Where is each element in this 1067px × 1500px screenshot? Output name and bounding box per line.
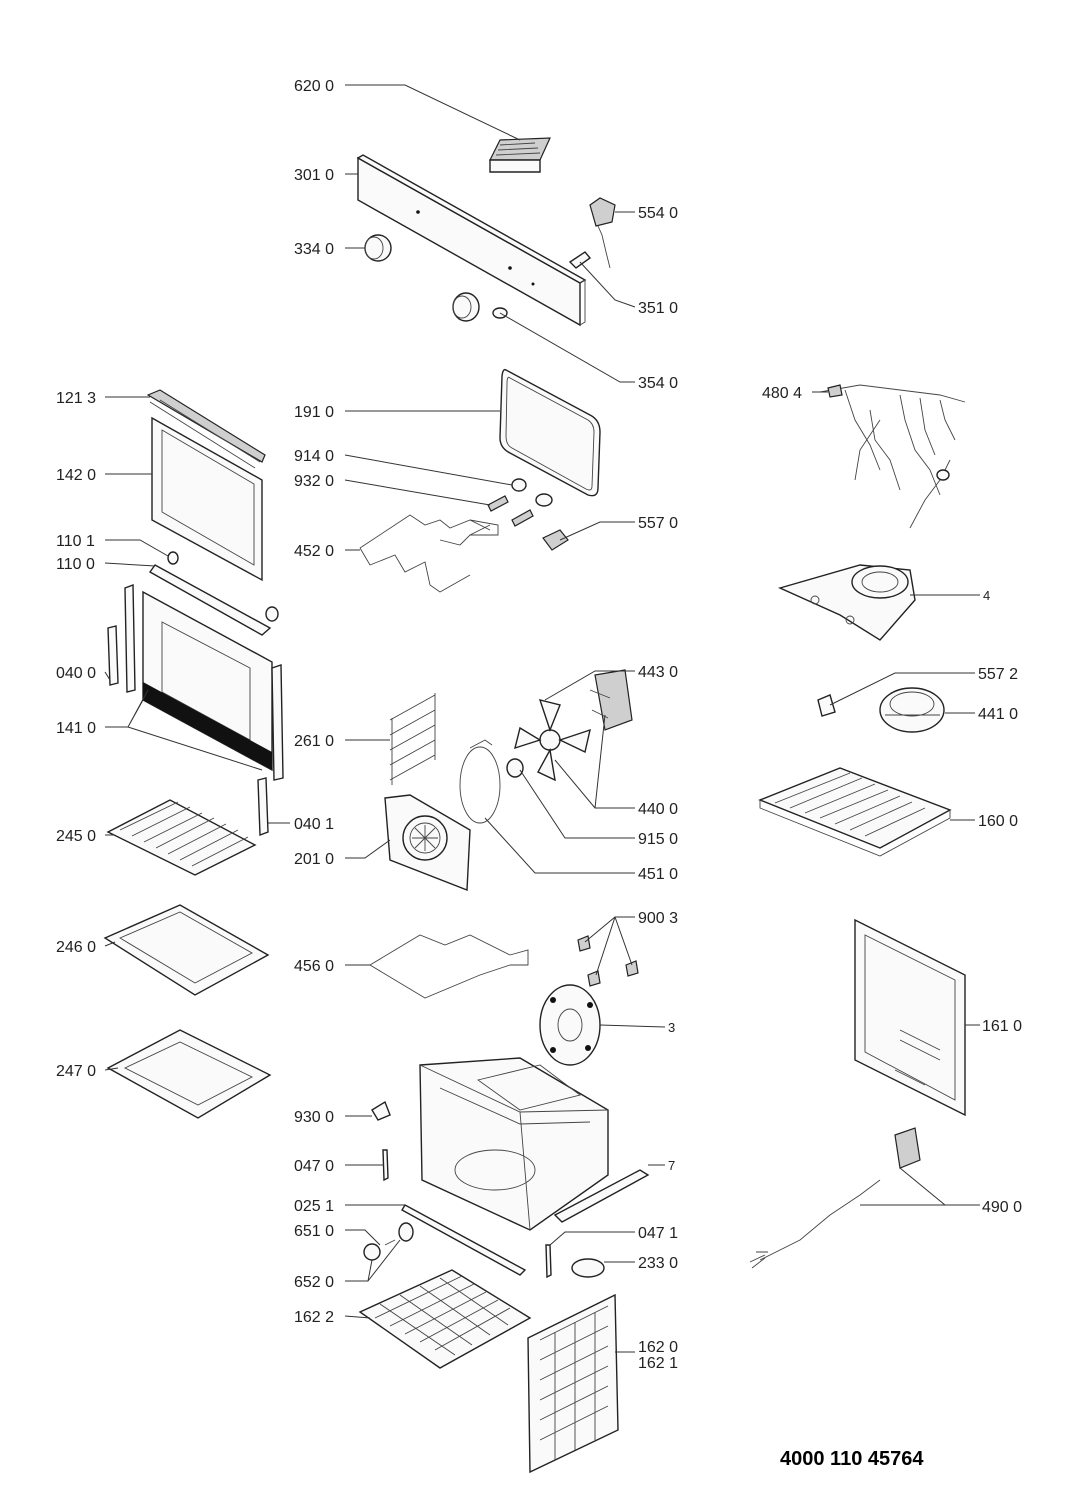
label-900-3: 900 3 <box>638 910 678 927</box>
label-451-0: 451 0 <box>638 866 678 883</box>
label-141-0: 141 0 <box>56 720 96 737</box>
label-932-0: 932 0 <box>294 473 334 490</box>
part-nuts-and-springs <box>487 478 569 551</box>
label-245-0: 245 0 <box>56 828 96 845</box>
label-354-0: 354 0 <box>638 375 678 392</box>
part-back-panel <box>384 794 471 892</box>
part-thermostat <box>568 197 616 269</box>
label-443-0: 443 0 <box>638 664 678 681</box>
part-power-cable <box>749 1127 921 1269</box>
label-914-0: 914 0 <box>294 448 334 465</box>
label-620-0: 620 0 <box>294 78 334 95</box>
part-side-grid <box>527 1293 619 1474</box>
label-351-0: 351 0 <box>638 300 678 317</box>
label-201-0: 201 0 <box>294 851 334 868</box>
label-301-0: 301 0 <box>294 167 334 184</box>
label-554-0: 554 0 <box>638 205 678 222</box>
label-440-0: 440 0 <box>638 801 678 818</box>
part-fan-impeller <box>514 699 591 782</box>
part-knob-334 <box>364 234 392 262</box>
label-3: 3 <box>668 1020 675 1035</box>
part-door-gasket <box>499 368 601 497</box>
part-wire-shelf <box>106 799 257 876</box>
label-162-2: 162 2 <box>294 1309 334 1326</box>
label-246-0: 246 0 <box>56 939 96 956</box>
part-oven-cavity <box>419 1057 609 1231</box>
part-control-panel <box>356 154 587 327</box>
part-lamp-and-lock <box>545 1244 605 1279</box>
part-inner-door <box>142 590 273 772</box>
label-047-1: 047 1 <box>638 1225 678 1242</box>
part-top-rack <box>758 767 952 857</box>
label-334-0: 334 0 <box>294 241 334 258</box>
label-160-0: 160 0 <box>978 813 1018 830</box>
part-lamp-holders <box>371 1100 391 1182</box>
part-terminal-block <box>489 137 551 173</box>
part-bottom-grid <box>358 1269 532 1369</box>
label-557-2: 557 2 <box>978 666 1018 683</box>
label-651-0: 651 0 <box>294 1223 334 1240</box>
label-247-0: 247 0 <box>56 1063 96 1080</box>
part-side-bracket <box>553 1169 650 1223</box>
label-162-0: 162 0 <box>638 1339 678 1356</box>
label-441-0: 441 0 <box>978 706 1018 723</box>
label-930-0: 930 0 <box>294 1109 334 1126</box>
label-110-0: 110 0 <box>56 556 95 573</box>
label-047-0: 047 0 <box>294 1158 334 1175</box>
label-142-0: 142 0 <box>56 467 96 484</box>
label-915-0: 915 0 <box>638 831 678 848</box>
label-191-0: 191 0 <box>294 404 334 421</box>
part-wiring-harness <box>819 384 966 529</box>
part-door-bar <box>148 551 279 636</box>
part-clips <box>577 935 639 987</box>
label-025-1: 025 1 <box>294 1198 334 1215</box>
label-4: 4 <box>983 588 990 603</box>
label-233-0: 233 0 <box>638 1255 678 1272</box>
document-number: 4000 110 45764 <box>780 1448 924 1470</box>
part-sensor-and-fan <box>817 687 945 733</box>
leader-lines <box>104 84 980 1353</box>
part-lower-element <box>369 934 529 999</box>
label-652-0: 652 0 <box>294 1274 334 1291</box>
part-side-rack <box>389 693 436 785</box>
part-labels: 620 0 301 0 554 0 334 0 351 0 354 0 121 … <box>56 78 1022 1372</box>
part-fan-back-plate <box>539 984 601 1066</box>
part-fan-nut <box>506 758 524 778</box>
part-shallow-tray <box>103 904 270 996</box>
part-fan-motor <box>589 669 633 731</box>
part-grill-element <box>359 514 499 593</box>
part-hinges <box>107 583 284 836</box>
part-fan-cover-plate <box>777 564 916 641</box>
label-040-0: 040 0 <box>56 665 96 682</box>
label-490-0: 490 0 <box>982 1199 1022 1216</box>
label-456-0: 456 0 <box>294 958 334 975</box>
part-bottom-rail <box>401 1204 527 1276</box>
part-fan-heating-ring <box>459 739 501 824</box>
label-110-1: 110 1 <box>56 533 95 550</box>
label-162-1: 162 1 <box>638 1355 678 1372</box>
label-040-1: 040 1 <box>294 816 334 833</box>
label-480-4: 480 4 <box>762 385 802 402</box>
part-knob-354 <box>452 292 508 322</box>
label-261-0: 261 0 <box>294 733 334 750</box>
label-452-0: 452 0 <box>294 543 334 560</box>
label-161-0: 161 0 <box>982 1018 1022 1035</box>
label-7: 7 <box>668 1158 675 1173</box>
part-deep-tray <box>106 1029 272 1119</box>
label-557-0: 557 0 <box>638 515 678 532</box>
part-door-glass <box>151 416 263 582</box>
part-side-panel <box>854 918 966 1117</box>
label-121-3: 121 3 <box>56 390 96 407</box>
part-door-top-profile <box>146 389 266 469</box>
